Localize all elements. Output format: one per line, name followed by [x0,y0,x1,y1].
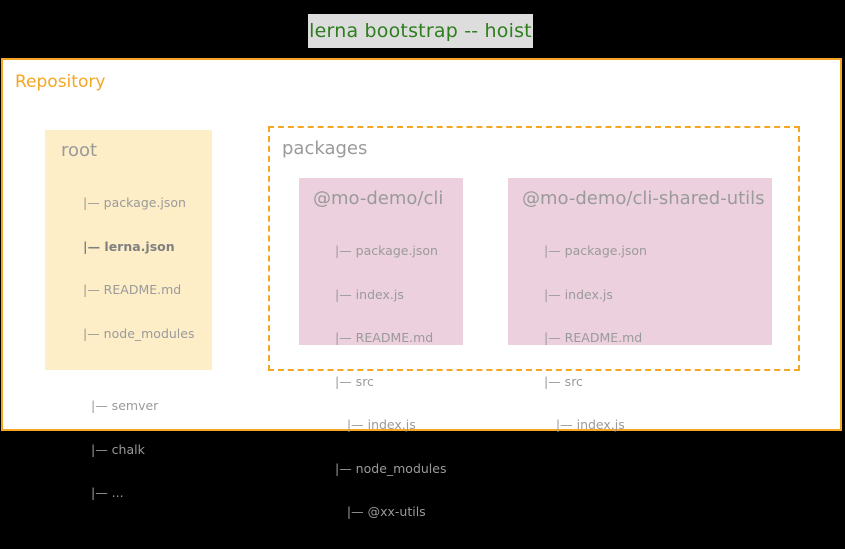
package-card-tree: |— package.json |— index.js |— README.md… [522,215,772,462]
package-card-tree: |— package.json |— index.js |— README.md… [313,215,463,549]
tree-row: |— package.json [83,195,186,210]
tree-row: |— node_modules [83,325,195,341]
diagram-canvas: lerna bootstrap -- hoist Repository root… [0,0,845,519]
tree-row: |— @xx-utils [335,504,426,519]
tree-row: |— lerna.json [83,238,175,254]
tree-row: |— semver [91,398,159,413]
tree-row: |— README.md [335,330,434,345]
tree-row: |— src [544,373,583,389]
root-card-subtree: |— semver |— chalk |— ... [61,370,212,530]
tree-row: |— index.js [544,286,613,302]
tree-row: |— node_modules [335,460,447,476]
package-card-title: @mo-demo/cli [313,188,444,209]
packages-region: packages [268,126,800,371]
root-card-title: root [61,140,98,161]
tree-row: |— package.json [544,243,647,258]
tree-row: |— index.js [544,417,625,432]
package-card-cli: @mo-demo/cli |— package.json |— index.js… [299,178,463,519]
tree-row: |— package.json [335,243,438,258]
title-strip: lerna bootstrap -- hoist [0,0,845,58]
tree-row: |— README.md [544,330,643,345]
root-card-tree: |— package.json |— lerna.json |— README.… [61,167,212,370]
tree-row: |— src [335,373,374,389]
repository-label: Repository [15,72,106,92]
tree-row: |— ... [91,485,124,500]
packages-label: packages [282,138,368,159]
tree-row: |— index.js [335,286,404,302]
package-card-cli-shared-utils: @mo-demo/cli-shared-utils |— package.jso… [508,178,772,432]
tree-row: |— README.md [83,282,182,297]
root-card: root |— package.json |— lerna.json |— RE… [45,130,212,500]
package-card-title: @mo-demo/cli-shared-utils [522,188,765,209]
tree-row: |— chalk [91,441,145,457]
diagram-title-chip: lerna bootstrap -- hoist [308,14,533,48]
tree-row: |— index.js [335,417,416,432]
